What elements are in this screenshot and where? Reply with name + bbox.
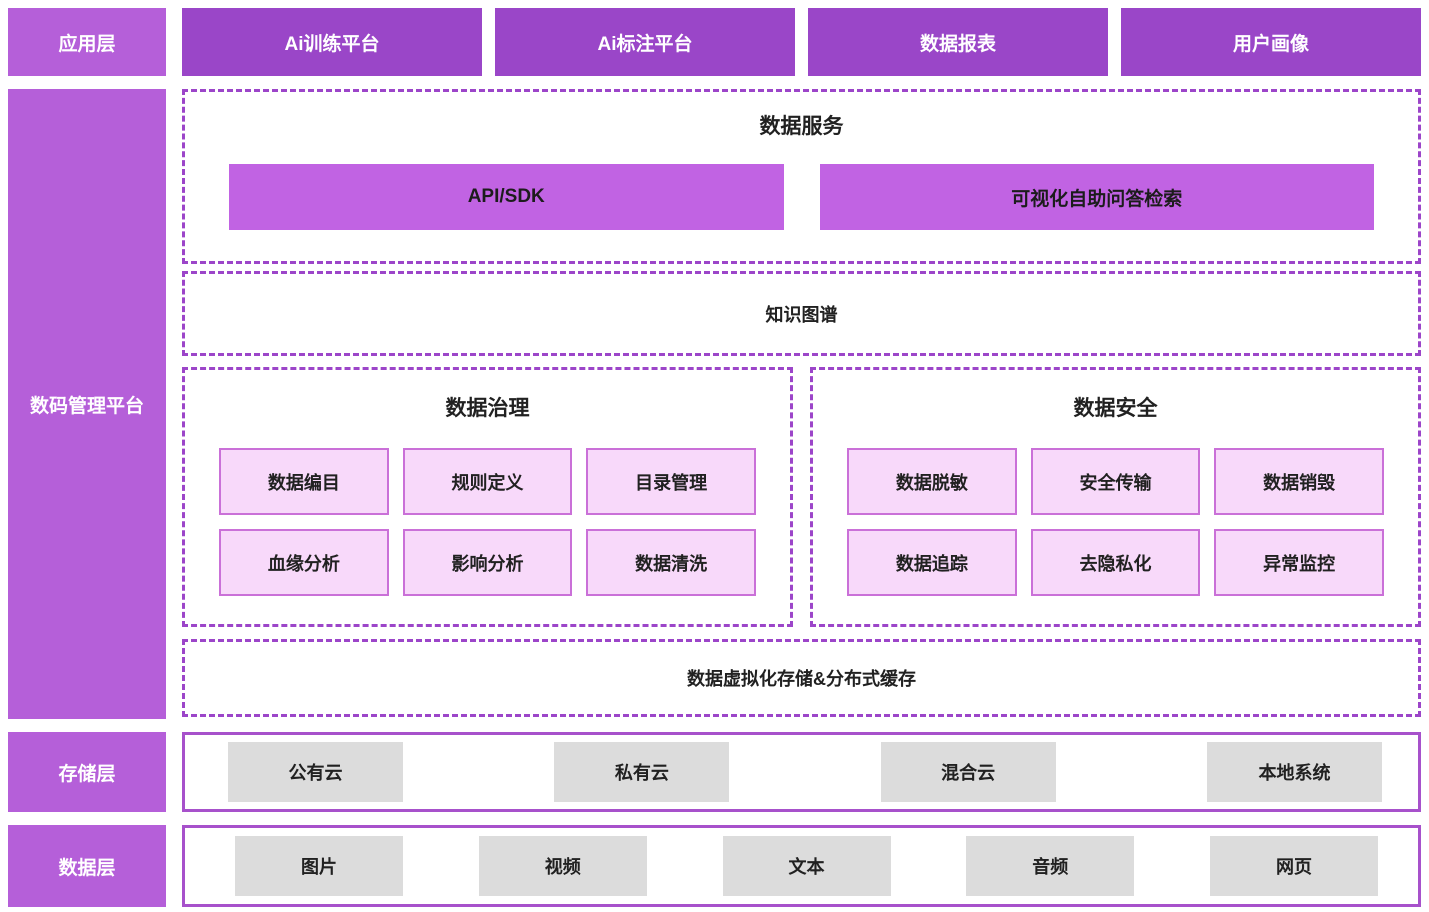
app-box-ai-training: Ai训练平台 <box>182 8 482 76</box>
service-box-api-sdk: API/SDK <box>229 164 784 230</box>
sec-box-data-tracking: 数据追踪 <box>847 529 1017 596</box>
storage-layer-label: 存储层 <box>8 732 166 812</box>
data-governance-title: 数据治理 <box>445 397 530 420</box>
sec-box-data-destruction: 数据销毁 <box>1214 448 1384 515</box>
data-layer-row: 图片 视频 文本 音频 网页 <box>182 825 1421 907</box>
gov-box-catalog-management: 目录管理 <box>586 448 756 515</box>
storage-box-public-cloud: 公有云 <box>228 742 403 802</box>
data-security-section: 数据安全 数据脱敏 安全传输 数据销毁 数据追踪 去隐私化 异常监控 <box>810 367 1421 627</box>
app-box-user-profile: 用户画像 <box>1121 8 1421 76</box>
storage-box-private-cloud: 私有云 <box>554 742 730 802</box>
application-layer-row: Ai训练平台 Ai标注平台 数据报表 用户画像 <box>182 8 1421 76</box>
sec-box-secure-transfer: 安全传输 <box>1030 448 1201 515</box>
application-layer-label: 应用层 <box>8 8 166 76</box>
platform-layer-content: 数据服务 API/SDK 可视化自助问答检索 知识图谱 数据治理 数据编目 规则… <box>182 89 1421 719</box>
knowledge-graph-section: 知识图谱 <box>182 271 1421 356</box>
virtual-storage-section: 数据虚拟化存储&分布式缓存 <box>182 639 1421 717</box>
sec-box-anomaly-monitoring: 异常监控 <box>1214 529 1384 596</box>
gov-box-data-cleansing: 数据清洗 <box>586 529 756 596</box>
app-box-ai-labeling: Ai标注平台 <box>495 8 795 76</box>
data-service-section: 数据服务 API/SDK 可视化自助问答检索 <box>182 89 1421 264</box>
gov-box-data-cataloging: 数据编目 <box>219 448 389 515</box>
data-box-audio: 音频 <box>966 836 1135 896</box>
storage-layer-row: 公有云 私有云 混合云 本地系统 <box>182 732 1421 812</box>
data-security-boxes: 数据脱敏 安全传输 数据销毁 数据追踪 去隐私化 异常监控 <box>847 448 1384 596</box>
platform-layer-label: 数码管理平台 <box>8 89 166 719</box>
sec-box-deprivatization: 去隐私化 <box>1030 529 1201 596</box>
data-security-title: 数据安全 <box>1073 397 1158 420</box>
data-service-boxes: API/SDK 可视化自助问答检索 <box>229 164 1374 230</box>
data-service-title: 数据服务 <box>759 115 844 138</box>
storage-box-local-system: 本地系统 <box>1206 742 1382 802</box>
gov-box-impact-analysis: 影响分析 <box>402 529 573 596</box>
gov-box-rule-definition: 规则定义 <box>402 448 573 515</box>
gov-box-lineage-analysis: 血缘分析 <box>219 529 389 596</box>
data-governance-boxes: 数据编目 规则定义 目录管理 血缘分析 影响分析 数据清洗 <box>219 448 756 596</box>
app-box-data-report: 数据报表 <box>808 8 1108 76</box>
data-box-webpage: 网页 <box>1210 836 1378 896</box>
data-box-video: 视频 <box>478 836 647 896</box>
governance-security-row: 数据治理 数据编目 规则定义 目录管理 血缘分析 影响分析 数据清洗 数据安全 … <box>182 367 1421 627</box>
data-governance-section: 数据治理 数据编目 规则定义 目录管理 血缘分析 影响分析 数据清洗 <box>182 367 793 627</box>
data-box-text: 文本 <box>722 836 891 896</box>
data-layer-label: 数据层 <box>8 825 166 907</box>
service-box-visual-qa: 可视化自助问答检索 <box>819 164 1374 230</box>
sec-box-data-masking: 数据脱敏 <box>847 448 1017 515</box>
storage-box-hybrid-cloud: 混合云 <box>880 742 1056 802</box>
data-box-image: 图片 <box>235 836 403 896</box>
